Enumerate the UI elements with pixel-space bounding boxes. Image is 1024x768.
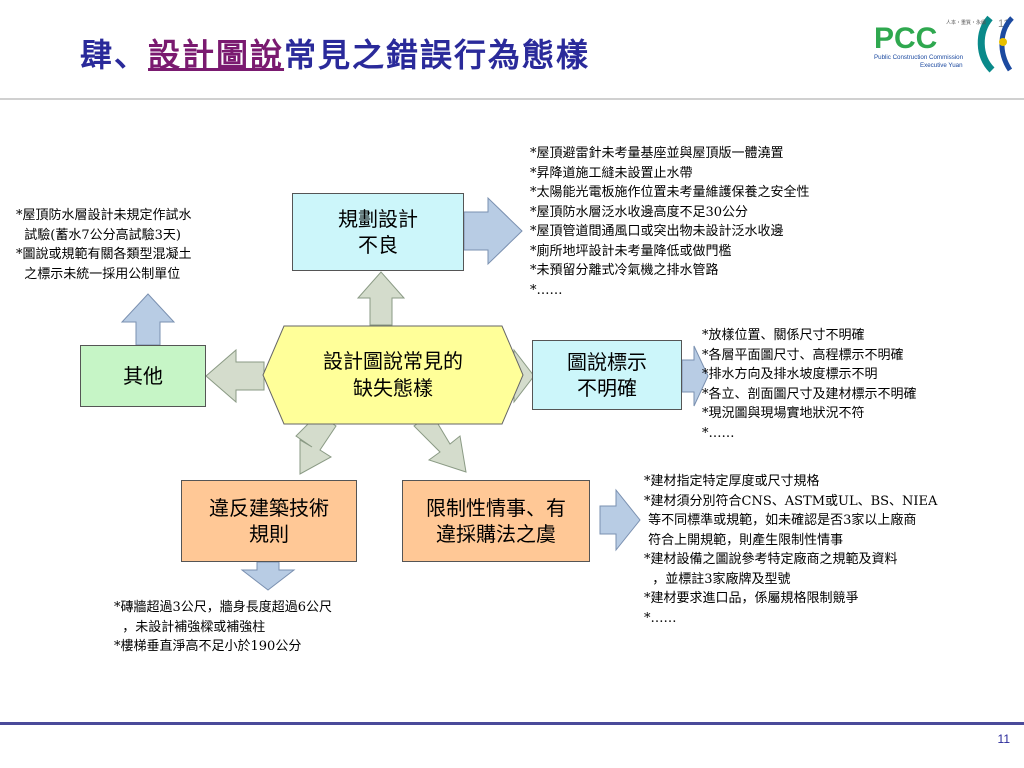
note-line: *各立、剖面圖尺寸及建材標示不明確 — [702, 386, 917, 402]
note-line: *建材設備之圖說參考特定廠商之規範及資料 — [644, 552, 898, 567]
note-line: *昇降道施工縫未設置止水帶 — [530, 165, 693, 181]
arrow-to-violation — [295, 413, 337, 475]
note-line: *太陽能光電板施作位置未考量維護保養之安全性 — [530, 185, 810, 200]
note-line: *建材指定特定厚度或尺寸規格 — [644, 474, 820, 489]
node-labeling: 圖說標示 不明確 — [532, 340, 682, 410]
node-violation-label: 違反建築技術 規則 — [209, 496, 329, 546]
note-line: *屋頂避雷針未考量基座並與屋頂版一體澆置 — [530, 146, 784, 161]
note-line: *…… — [644, 610, 677, 626]
logo-dot — [999, 38, 1007, 46]
page-number: 11 — [997, 732, 1010, 746]
node-restrictive: 限制性情事、有 違採購法之虞 — [402, 480, 590, 562]
notes-labeling: *放樣位置、關係尺寸不明確 *各層平面圖尺寸、高程標示不明確 *排水方向及排水坡… — [702, 326, 917, 443]
arrow-other-notes — [120, 293, 176, 346]
slide-title: 肆、設計圖說常見之錯誤行為態樣 — [80, 30, 590, 76]
note-line: *…… — [530, 282, 563, 298]
logo-line1: Public Construction Commission — [874, 54, 964, 61]
center-label: 設計圖說常見的 缺失態樣 — [323, 349, 463, 400]
note-line: *圖說或規範有關各類型混凝土 — [16, 247, 192, 262]
note-line: 符合上開規範，則產生限制性情事 — [644, 532, 844, 548]
note-line: *現況圖與現場實地狀況不符 — [702, 406, 865, 421]
note-line: *磚牆超過3公尺，牆身長度超過6公尺 — [114, 600, 333, 615]
note-line: *建材要求進口品，係屬規格限制競爭 — [644, 591, 859, 606]
arrow-to-other — [205, 348, 265, 404]
center-hexagon-shape — [262, 325, 524, 425]
logo-tagline: 人本・重質・永續 — [946, 19, 986, 26]
arrow-violation-notes — [240, 561, 296, 591]
note-line: *排水方向及排水坡度標示不明 — [702, 367, 878, 382]
logo-line2: Executive Yuan — [920, 62, 963, 69]
notes-violation: *磚牆超過3公尺，牆身長度超過6公尺 ，未設計補強樑或補強柱 *樓梯垂直淨高不足… — [114, 598, 332, 657]
notes-planning: *屋頂避雷針未考量基座並與屋頂版一體澆置 *昇降道施工縫未設置止水帶 *太陽能光… — [530, 144, 810, 300]
node-restrictive-label: 限制性情事、有 違採購法之虞 — [426, 496, 566, 546]
note-line: *…… — [702, 425, 735, 441]
title-suffix: 常見之錯誤行為態樣 — [284, 36, 591, 74]
node-labeling-label: 圖說標示 不明確 — [567, 350, 647, 400]
note-line: *屋頂防水層泛水收邊高度不足30公分 — [530, 204, 749, 220]
arrow-planning-notes — [463, 196, 523, 266]
title-prefix: 肆、 — [80, 36, 149, 74]
note-line: *屋頂管道間通風口或突出物未設計泛水收邊 — [530, 224, 784, 239]
notes-restrictive: *建材指定特定厚度或尺寸規格 *建材須分別符合CNS、ASTM或UL、BS、NI… — [644, 472, 937, 628]
logo-text: PCC — [874, 22, 937, 55]
arrow-labeling-notes — [681, 345, 709, 407]
note-line: *放樣位置、關係尺寸不明確 — [702, 328, 865, 343]
note-line: ，未設計補強樑或補強柱 — [114, 619, 266, 635]
arrow-to-restrictive — [413, 413, 467, 473]
footer-divider — [0, 722, 1024, 725]
note-line: *各層平面圖尺寸、高程標示不明確 — [702, 347, 904, 363]
node-planning: 規劃設計 不良 — [292, 193, 464, 271]
notes-other: *屋頂防水層設計未規定作試水 試驗(蓄水7公分高試驗3天) *圖說或規範有關各類… — [16, 206, 192, 284]
title-divider — [0, 98, 1024, 100]
arrow-restrictive-notes — [599, 488, 641, 552]
note-line: *廁所地坪設計未考量降低或做門檻 — [530, 243, 732, 259]
pcc-logo: PCC 人本・重質・永續 Public Construction Commiss… — [874, 15, 1014, 73]
node-other: 其他 — [80, 345, 206, 407]
note-line: *樓梯垂直淨高不足小於190公分 — [114, 639, 302, 654]
node-violation: 違反建築技術 規則 — [181, 480, 357, 562]
note-line: *建材須分別符合CNS、ASTM或UL、BS、NIEA — [644, 493, 938, 509]
note-line: *屋頂防水層設計未規定作試水 — [16, 208, 192, 223]
note-line: 等不同標準或規範，如未確認是否3家以上廠商 — [644, 513, 917, 528]
center-hexagon: 設計圖說常見的 缺失態樣 — [262, 325, 524, 425]
logo-swoosh-teal — [977, 15, 995, 73]
corner-number: 11 — [998, 18, 1010, 30]
note-line: 之標示未統一採用公制單位 — [16, 266, 181, 282]
note-line: ，並標註3家廠牌及型號 — [644, 571, 791, 587]
note-line: *未預留分離式冷氣機之排水管路 — [530, 263, 719, 278]
node-other-label: 其他 — [123, 364, 163, 388]
node-planning-label: 規劃設計 不良 — [338, 207, 418, 257]
note-line: 試驗(蓄水7公分高試驗3天) — [16, 227, 181, 243]
title-highlight: 設計圖說 — [148, 36, 285, 74]
arrow-to-planning — [356, 271, 406, 326]
